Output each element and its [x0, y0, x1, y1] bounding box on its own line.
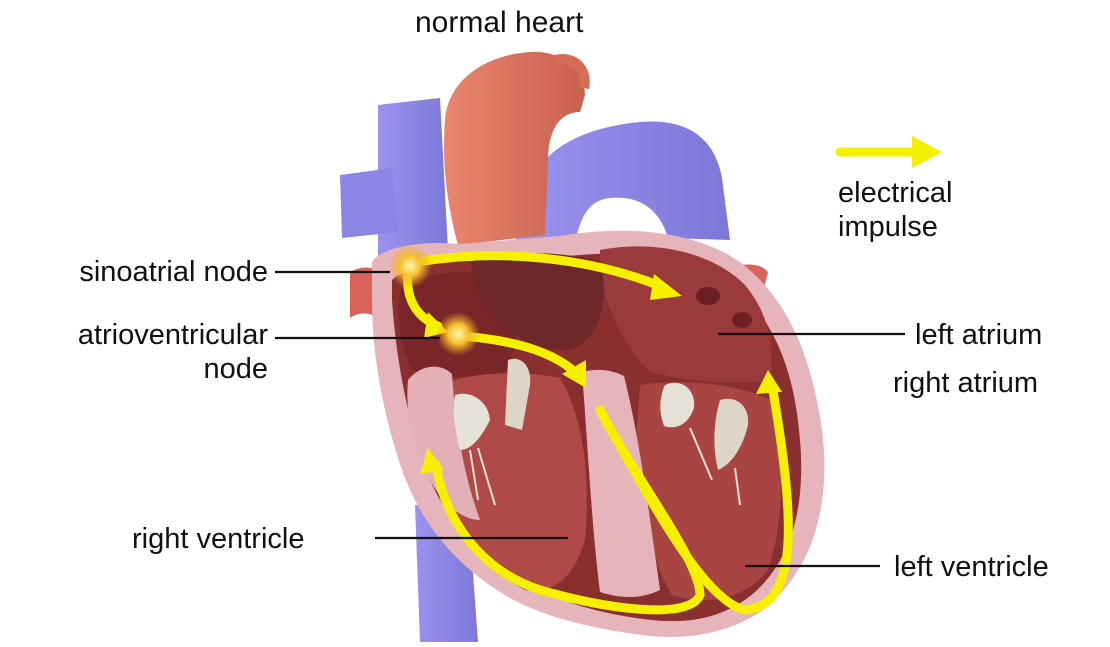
sinoatrial-node-icon [388, 244, 432, 288]
legend-arrow-icon [840, 136, 942, 168]
atrioventricular-node-icon [436, 312, 480, 356]
label-right-ventricle: right ventricle [132, 522, 304, 556]
label-atrioventricular-line2: node [10, 352, 268, 386]
legend-label-line2: impulse [838, 210, 938, 244]
diagram-title: normal heart [415, 6, 583, 40]
legend-label-line1: electrical [838, 176, 952, 210]
label-left-atrium: left atrium [915, 318, 1042, 352]
label-left-ventricle: left ventricle [894, 550, 1049, 584]
label-right-atrium: right atrium [893, 366, 1038, 400]
label-sinoatrial-node: sinoatrial node [10, 255, 268, 289]
label-atrioventricular-line1: atrioventricular [10, 318, 268, 352]
